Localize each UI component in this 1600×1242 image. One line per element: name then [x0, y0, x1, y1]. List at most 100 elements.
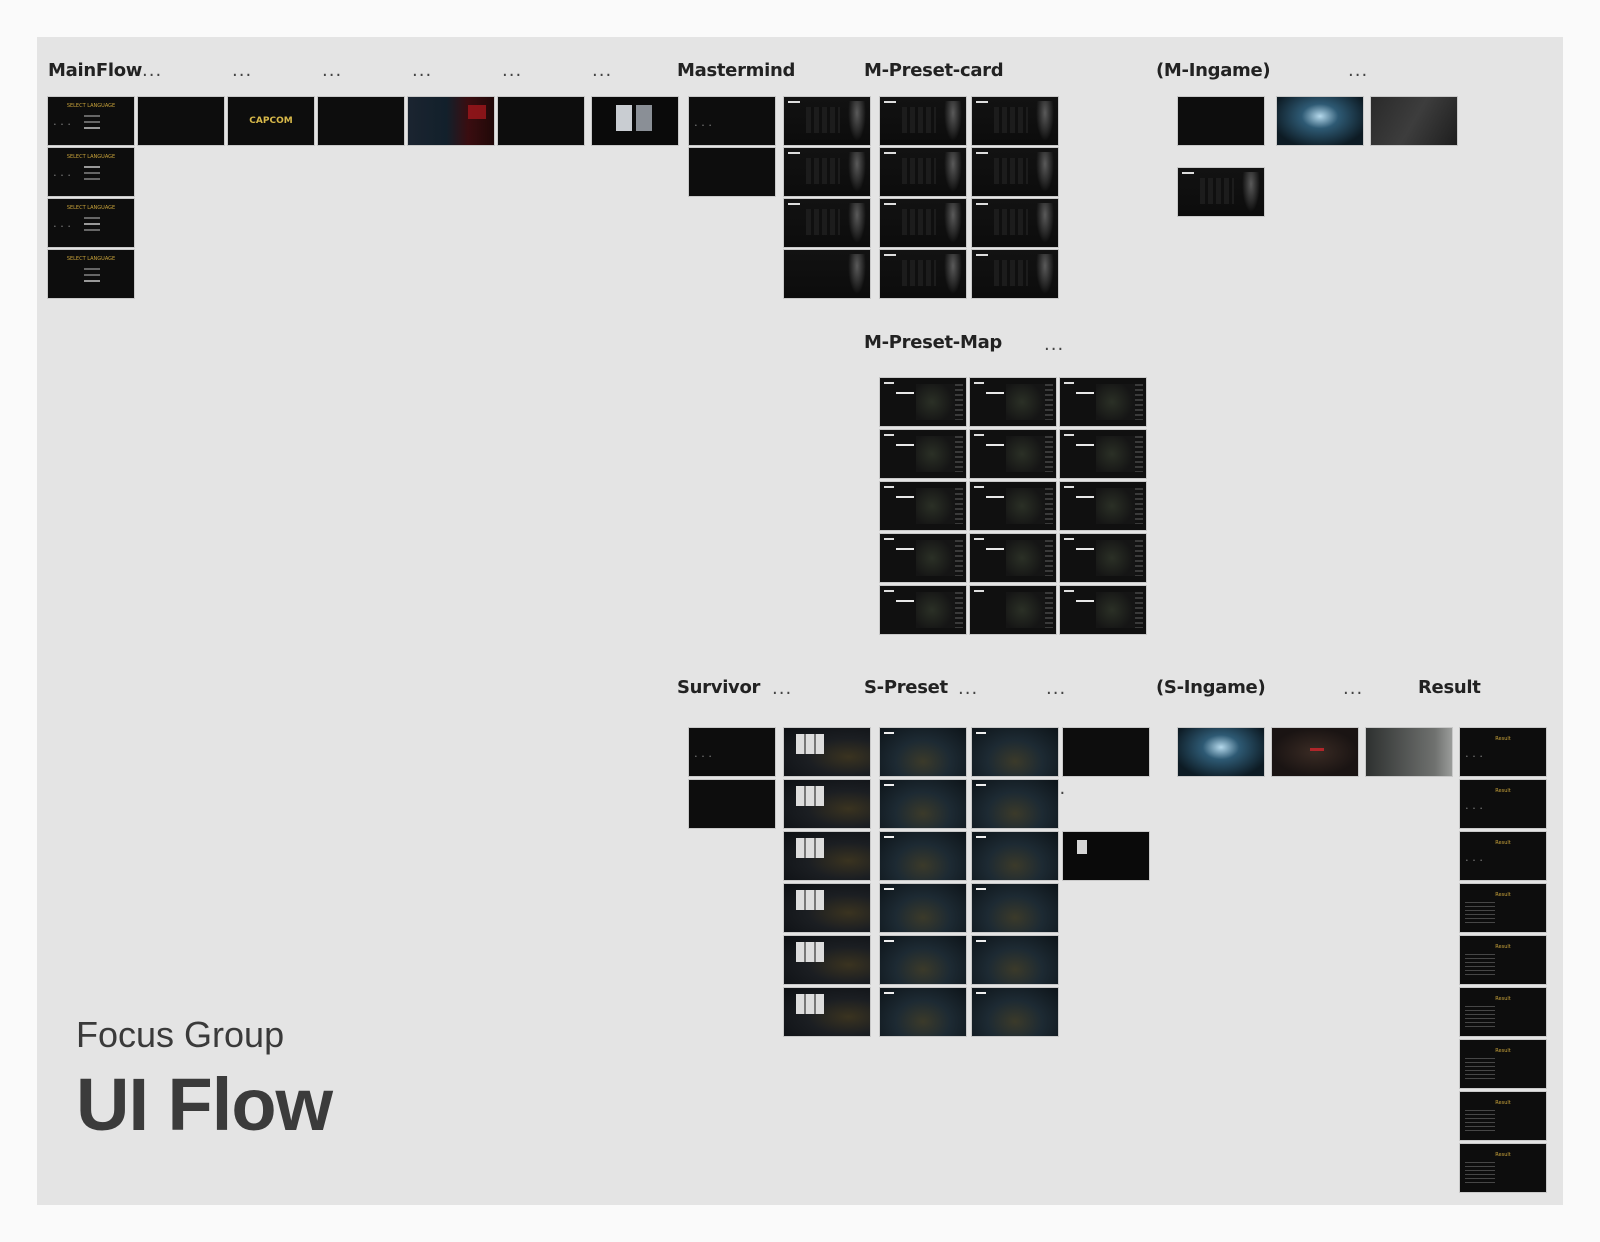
screen-thumbnail-survivor-select[interactable]: [784, 780, 870, 828]
screen-thumbnail-black[interactable]: [689, 780, 775, 828]
item-list: [1135, 488, 1143, 524]
screen-thumbnail-mastermind[interactable]: [784, 148, 870, 196]
card-grid: [902, 158, 936, 184]
screen-thumbnail-survivor-select[interactable]: [784, 832, 870, 880]
nav-dots: • • •: [695, 123, 714, 129]
screen-thumbnail-survivor-select[interactable]: [784, 988, 870, 1036]
screen-thumbnail-preset-map[interactable]: [970, 378, 1056, 426]
screen-thumbnail-preset-card[interactable]: [880, 97, 966, 145]
screen-thumbnail-black[interactable]: [1178, 97, 1264, 145]
screen-thumbnail-black[interactable]: • • •: [689, 97, 775, 145]
screen-thumbnail-capcom-logo[interactable]: CAPCOM: [228, 97, 314, 145]
screen-thumbnail-survivor-select[interactable]: [784, 728, 870, 776]
screen-thumbnail-result[interactable]: Result: [1460, 1144, 1546, 1192]
screen-thumbnail-preset-map[interactable]: [970, 534, 1056, 582]
item-list: [1135, 384, 1143, 420]
card-grid: [806, 209, 840, 235]
screen-thumbnail-black[interactable]: [689, 148, 775, 196]
screen-thumbnail-preset-card[interactable]: [972, 148, 1058, 196]
screen-thumbnail-survivor-select[interactable]: [784, 884, 870, 932]
screen-thumbnail-ingame-escape[interactable]: [1366, 728, 1452, 776]
screen-thumbnail-preset-map[interactable]: [970, 430, 1056, 478]
screen-thumbnail-result[interactable]: Result: [1460, 1040, 1546, 1088]
screen-thumbnail-preset-map[interactable]: [1060, 586, 1146, 634]
screen-thumbnail-preset-card[interactable]: [880, 199, 966, 247]
screen-thumbnail-preset-map[interactable]: [1060, 378, 1146, 426]
screen-thumbnail-select-language[interactable]: SELECT LANGUAGE • • •: [48, 148, 134, 196]
screen-thumbnail-result[interactable]: Result• • •: [1460, 832, 1546, 880]
item-list: [955, 436, 963, 472]
screen-thumbnail-black[interactable]: [318, 97, 404, 145]
screen-thumbnail-result[interactable]: Result: [1460, 988, 1546, 1036]
screen-thumbnail-mastermind[interactable]: [784, 199, 870, 247]
screen-thumbnail-survivor-preset[interactable]: [880, 884, 966, 932]
screen-thumbnail-survivor-preset[interactable]: [972, 884, 1058, 932]
language-option: [84, 178, 100, 180]
screen-thumbnail-preset-card[interactable]: [880, 148, 966, 196]
result-title: Result: [1495, 892, 1511, 898]
screen-thumbnail-survivor-preset[interactable]: [880, 832, 966, 880]
screen-thumbnail-mastermind[interactable]: [784, 97, 870, 145]
screen-thumbnail-ingame-damage[interactable]: [1272, 728, 1358, 776]
header-bar: [1064, 590, 1074, 592]
screen-thumbnail-preset-card[interactable]: [972, 199, 1058, 247]
header-bar: [974, 590, 984, 592]
screen-thumbnail-black[interactable]: [498, 97, 584, 145]
screen-thumbnail-survivor-select[interactable]: [784, 936, 870, 984]
screen-thumbnail-survivor-preset[interactable]: [880, 936, 966, 984]
thumbnail-title: SELECT LANGUAGE: [66, 256, 116, 262]
language-option: [84, 172, 100, 174]
screen-thumbnail-result[interactable]: Result: [1460, 936, 1546, 984]
screen-thumbnail-survivor-preset[interactable]: [880, 728, 966, 776]
screen-thumbnail-result[interactable]: Result: [1460, 1092, 1546, 1140]
ellipsis: ...: [502, 60, 523, 81]
header-bar: [788, 152, 800, 154]
character-figure: [848, 254, 866, 294]
header-bar: [884, 203, 896, 205]
screen-thumbnail-document[interactable]: [592, 97, 678, 145]
screen-thumbnail-preset-map[interactable]: [880, 586, 966, 634]
screen-thumbnail-ingame-camera[interactable]: [1277, 97, 1363, 145]
screen-thumbnail-mastermind[interactable]: [784, 250, 870, 298]
screen-thumbnail-survivor-preset[interactable]: [972, 936, 1058, 984]
screen-thumbnail-preset-map[interactable]: [1060, 534, 1146, 582]
screen-thumbnail-survivor-preset[interactable]: [972, 728, 1058, 776]
capcom-logo: CAPCOM: [249, 116, 293, 126]
screen-thumbnail-select-language[interactable]: SELECT LANGUAGE • • •: [48, 97, 134, 145]
screen-thumbnail-survivor-preset[interactable]: [972, 832, 1058, 880]
screen-thumbnail-result[interactable]: Result: [1460, 884, 1546, 932]
screen-thumbnail-preset-map[interactable]: [880, 534, 966, 582]
screen-thumbnail-survivor-preset[interactable]: [972, 988, 1058, 1036]
screen-thumbnail-survivor-preset[interactable]: [880, 988, 966, 1036]
screen-thumbnail-result[interactable]: Result• • •: [1460, 780, 1546, 828]
screen-thumbnail-black[interactable]: [138, 97, 224, 145]
screen-thumbnail-document-popup[interactable]: [1063, 832, 1149, 880]
map-view: [1096, 384, 1136, 420]
result-stats: [1465, 902, 1495, 924]
screen-thumbnail-survivor-preset[interactable]: [972, 780, 1058, 828]
screen-thumbnail-preset-map[interactable]: [970, 482, 1056, 530]
screen-thumbnail-result[interactable]: Result• • •: [1460, 728, 1546, 776]
screen-thumbnail-preset-map[interactable]: [880, 430, 966, 478]
screen-thumbnail-key-art[interactable]: [408, 97, 494, 145]
screen-thumbnail-preset-map[interactable]: [970, 586, 1056, 634]
screen-thumbnail-preset-card[interactable]: [880, 250, 966, 298]
screen-thumbnail-preset-map[interactable]: [1060, 482, 1146, 530]
screen-thumbnail-preset-card[interactable]: [972, 250, 1058, 298]
header-bar: [884, 784, 894, 786]
screen-thumbnail-survivor-start[interactable]: • • •: [689, 728, 775, 776]
screen-thumbnail-select-language[interactable]: SELECT LANGUAGE • • •: [48, 199, 134, 247]
screen-thumbnail-black[interactable]: [1063, 728, 1149, 776]
screen-thumbnail-preset-map[interactable]: [880, 482, 966, 530]
screen-thumbnail-preset-card[interactable]: [972, 97, 1058, 145]
screen-thumbnail-ingame-room[interactable]: [1371, 97, 1457, 145]
ellipsis: ...: [142, 60, 163, 81]
card-grid: [902, 209, 936, 235]
screen-thumbnail-survivor-preset[interactable]: [880, 780, 966, 828]
item-list: [1135, 436, 1143, 472]
screen-thumbnail-select-language[interactable]: SELECT LANGUAGE: [48, 250, 134, 298]
screen-thumbnail-ingame-card-select[interactable]: [1178, 168, 1264, 216]
screen-thumbnail-ingame-camera[interactable]: [1178, 728, 1264, 776]
screen-thumbnail-preset-map[interactable]: [880, 378, 966, 426]
screen-thumbnail-preset-map[interactable]: [1060, 430, 1146, 478]
